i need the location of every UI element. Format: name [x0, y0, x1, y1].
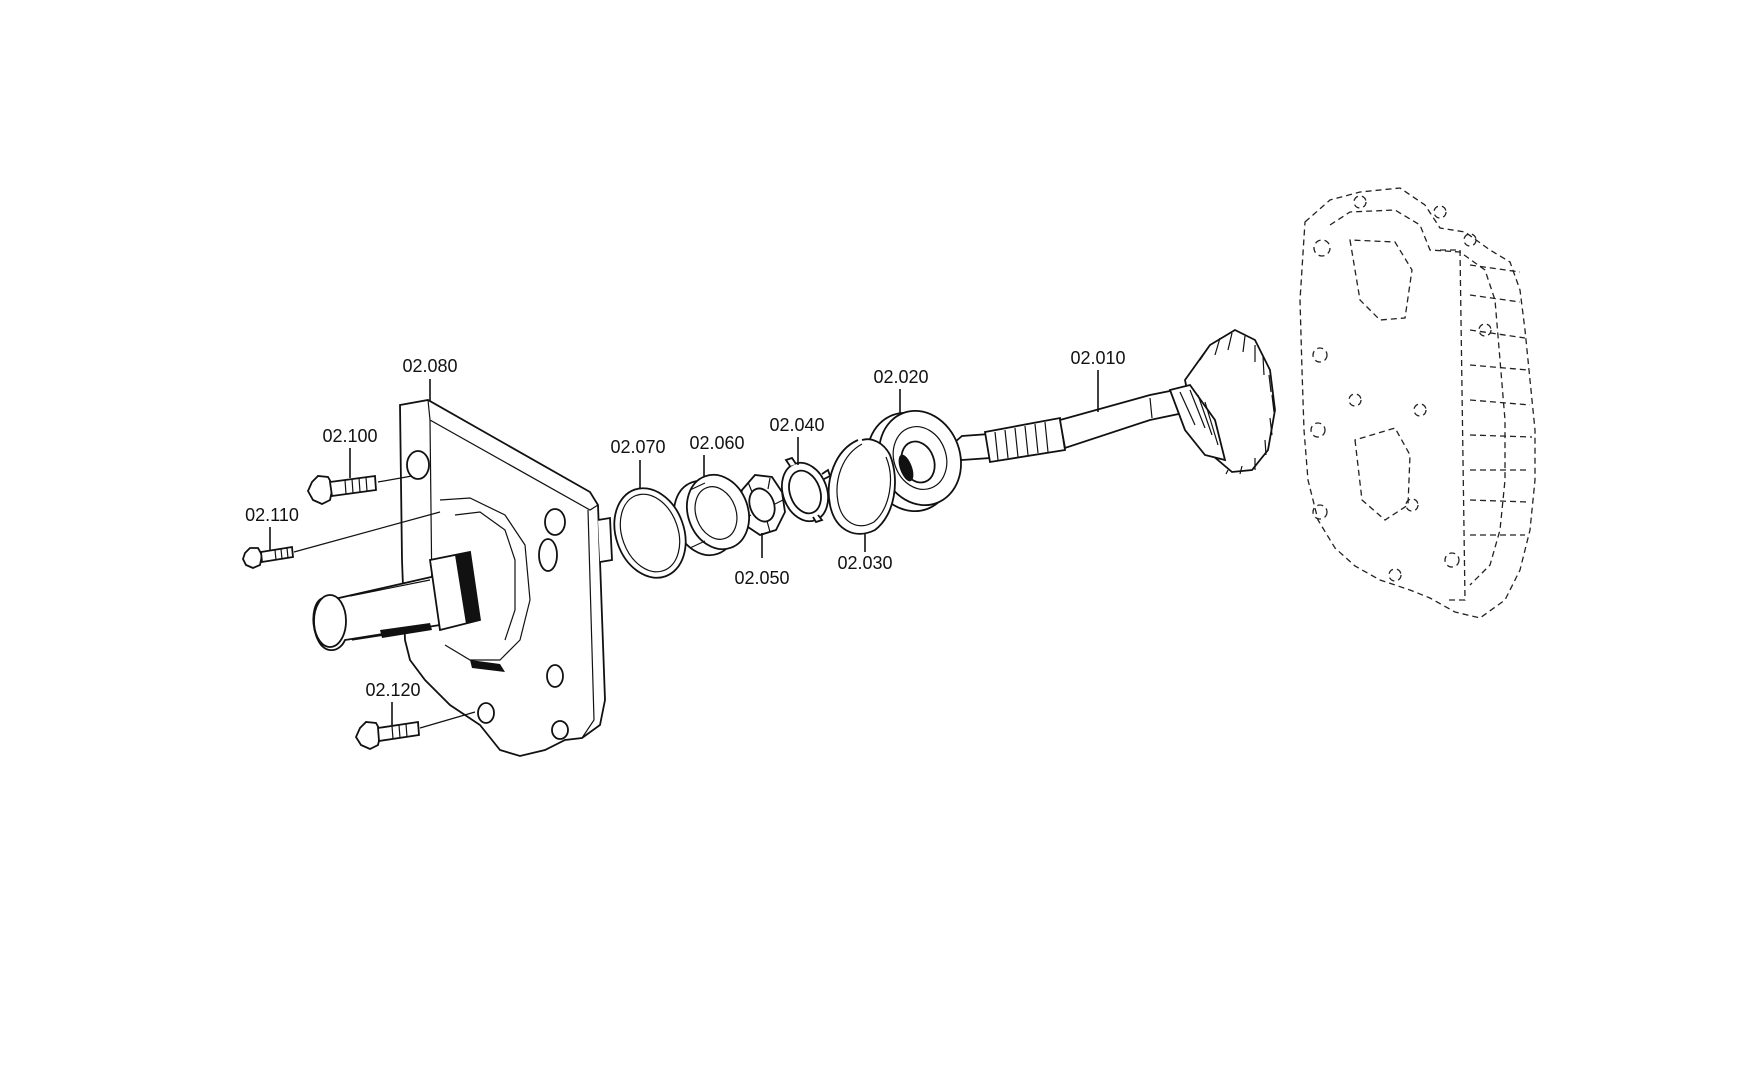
- bearing-02-020: [866, 409, 962, 513]
- label-02-010: 02.010: [1070, 348, 1125, 368]
- bolt-02-110: [242, 511, 441, 569]
- label-02-020: 02.020: [873, 367, 928, 387]
- bolt-02-100: [306, 474, 413, 505]
- gearbox-housing: [1299, 187, 1536, 619]
- circlip-02-030: [827, 438, 896, 535]
- label-02-120: 02.120: [365, 680, 420, 700]
- label-02-030: 02.030: [837, 553, 892, 573]
- label-02-050: 02.050: [734, 568, 789, 588]
- label-02-100: 02.100: [322, 426, 377, 446]
- leader-lines: [269, 370, 1099, 725]
- cover-plate-02-080: [312, 399, 613, 757]
- lock-washer-02-040: [776, 456, 832, 524]
- label-02-070: 02.070: [610, 437, 665, 457]
- shaft-02-010: [954, 328, 1276, 475]
- label-02-040: 02.040: [769, 415, 824, 435]
- seal-ring-02-060: [673, 473, 750, 557]
- label-02-110: 02.110: [245, 505, 299, 525]
- label-02-080: 02.080: [402, 356, 457, 376]
- label-02-060: 02.060: [689, 433, 744, 453]
- bolt-02-120: [354, 711, 476, 750]
- shim-ring-02-070: [613, 487, 687, 579]
